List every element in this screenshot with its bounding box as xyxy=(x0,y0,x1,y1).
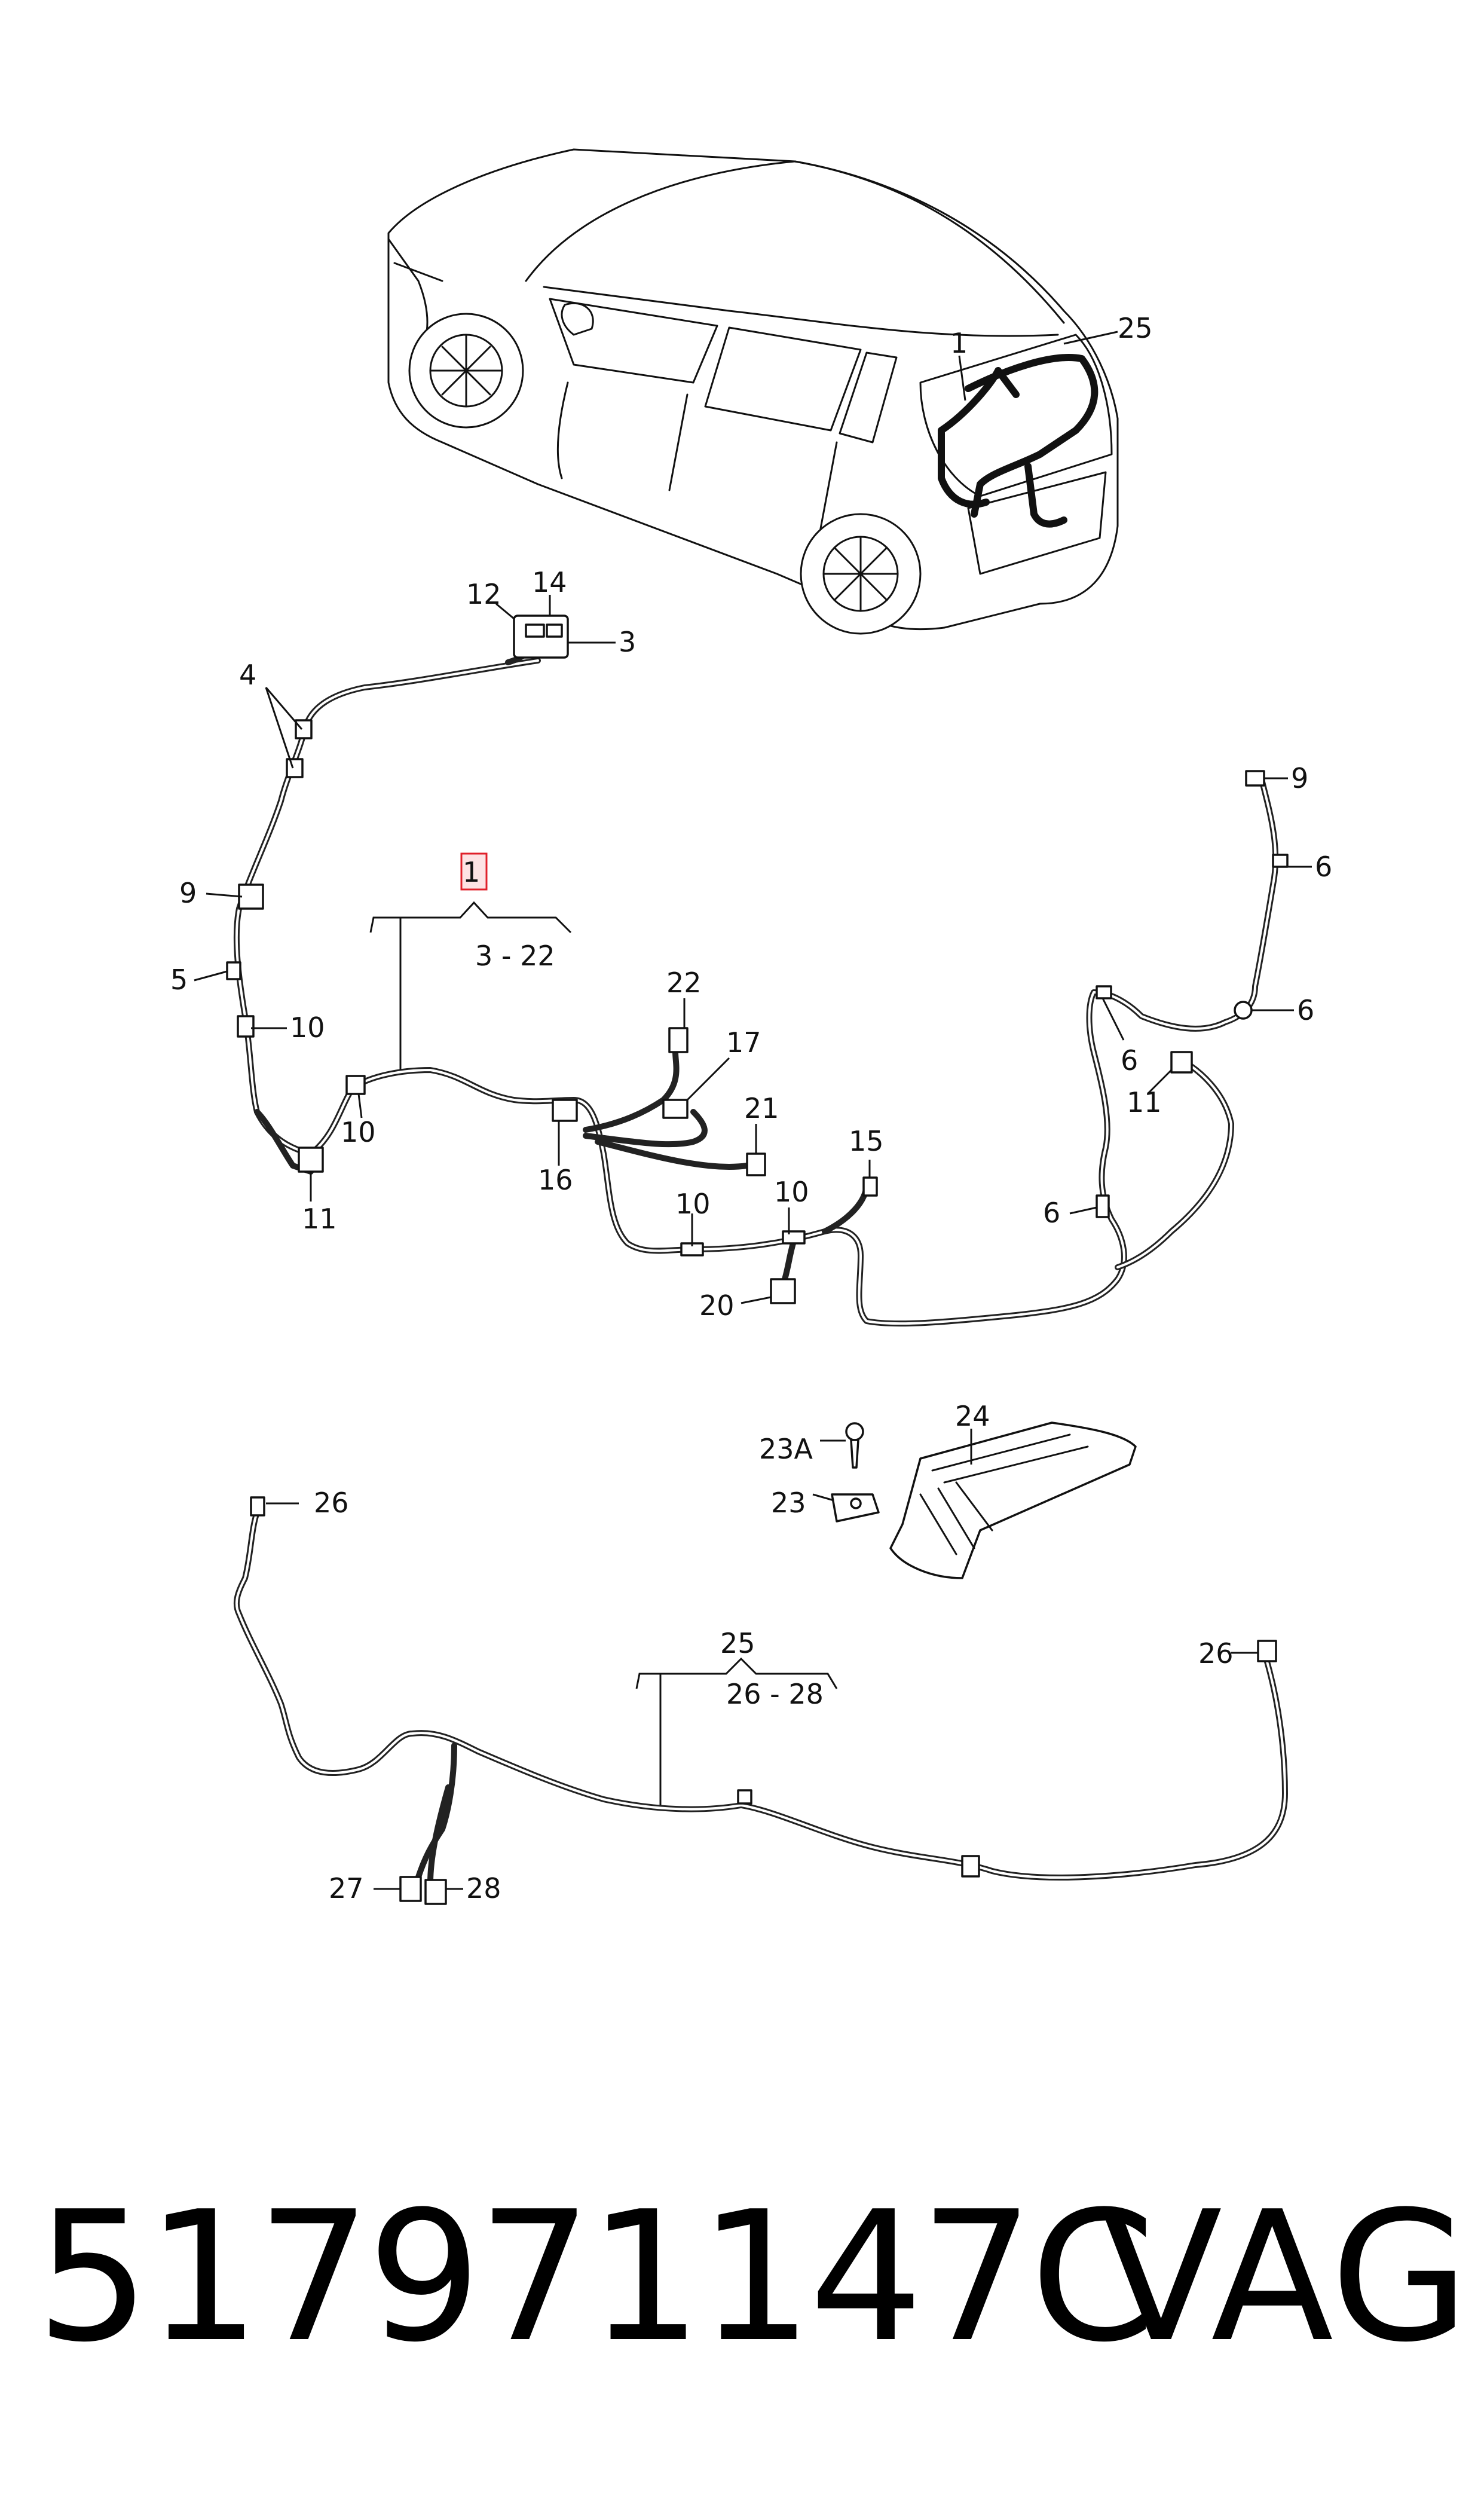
callout-26-left: 26 xyxy=(314,1487,349,1519)
main-harness xyxy=(233,625,1279,1327)
callout-6-c: 6 xyxy=(1121,1044,1138,1077)
brand-name: VAG xyxy=(1100,2173,1470,2382)
callout-10-c: 10 xyxy=(675,1188,711,1220)
callout-26-right: 26 xyxy=(1198,1637,1234,1670)
harness-leaders xyxy=(194,687,1312,1304)
callout-3-22: 3 - 22 xyxy=(475,940,555,972)
callout-6-a: 6 xyxy=(1315,851,1332,883)
callout-10-b: 10 xyxy=(341,1116,376,1148)
callout-6-d: 6 xyxy=(1043,1197,1060,1229)
callout-1-car: 1 xyxy=(950,327,968,359)
callout-28: 28 xyxy=(466,1872,501,1904)
callout-10-d: 10 xyxy=(774,1176,809,1208)
harness-clips xyxy=(226,719,1289,1304)
callout-1-box: 1 xyxy=(463,856,480,888)
callout-23A: 23A xyxy=(759,1433,813,1465)
callout-17: 17 xyxy=(726,1026,761,1059)
callout-10-a: 10 xyxy=(290,1011,325,1044)
callout-5: 5 xyxy=(170,964,188,996)
callout-9-left: 9 xyxy=(179,877,197,909)
harness-25-labels: 26 25 26 - 28 26 27 28 xyxy=(314,1487,1234,1904)
group-bracket-1 xyxy=(369,852,572,1070)
callout-23: 23 xyxy=(771,1487,806,1519)
callout-9-right: 9 xyxy=(1291,762,1308,794)
callout-25-car: 25 xyxy=(1118,312,1153,344)
small-parts-labels: 23A 23 24 xyxy=(759,1400,990,1519)
callout-25: 25 xyxy=(720,1627,755,1659)
callout-27: 27 xyxy=(329,1872,364,1904)
part-number: 517971147C xyxy=(36,2173,1155,2382)
callout-24: 24 xyxy=(955,1400,990,1432)
callout-21: 21 xyxy=(744,1092,779,1124)
callout-11-left: 11 xyxy=(302,1203,337,1235)
callout-4: 4 xyxy=(239,659,256,691)
callout-3: 3 xyxy=(619,626,636,658)
highlight-box xyxy=(460,852,488,891)
callout-26-28: 26 - 28 xyxy=(726,1678,824,1710)
callout-12: 12 xyxy=(466,578,501,610)
car-illustration xyxy=(387,148,1119,635)
harness-25 xyxy=(233,1496,1288,1905)
callout-20: 20 xyxy=(699,1289,735,1322)
callout-14: 14 xyxy=(532,566,567,598)
callout-6-b: 6 xyxy=(1297,994,1314,1026)
connector-3 xyxy=(495,595,616,659)
harness-1-labels: 14 12 3 4 9 5 10 10 11 1 3 - 22 22 17 21… xyxy=(170,566,1332,1322)
callout-22: 22 xyxy=(666,967,702,999)
callout-11-right: 11 xyxy=(1127,1086,1162,1118)
callout-15: 15 xyxy=(849,1125,884,1157)
small-parts xyxy=(812,1421,1137,1579)
car-callouts: 1 25 xyxy=(950,312,1153,401)
callout-16: 16 xyxy=(538,1164,573,1196)
